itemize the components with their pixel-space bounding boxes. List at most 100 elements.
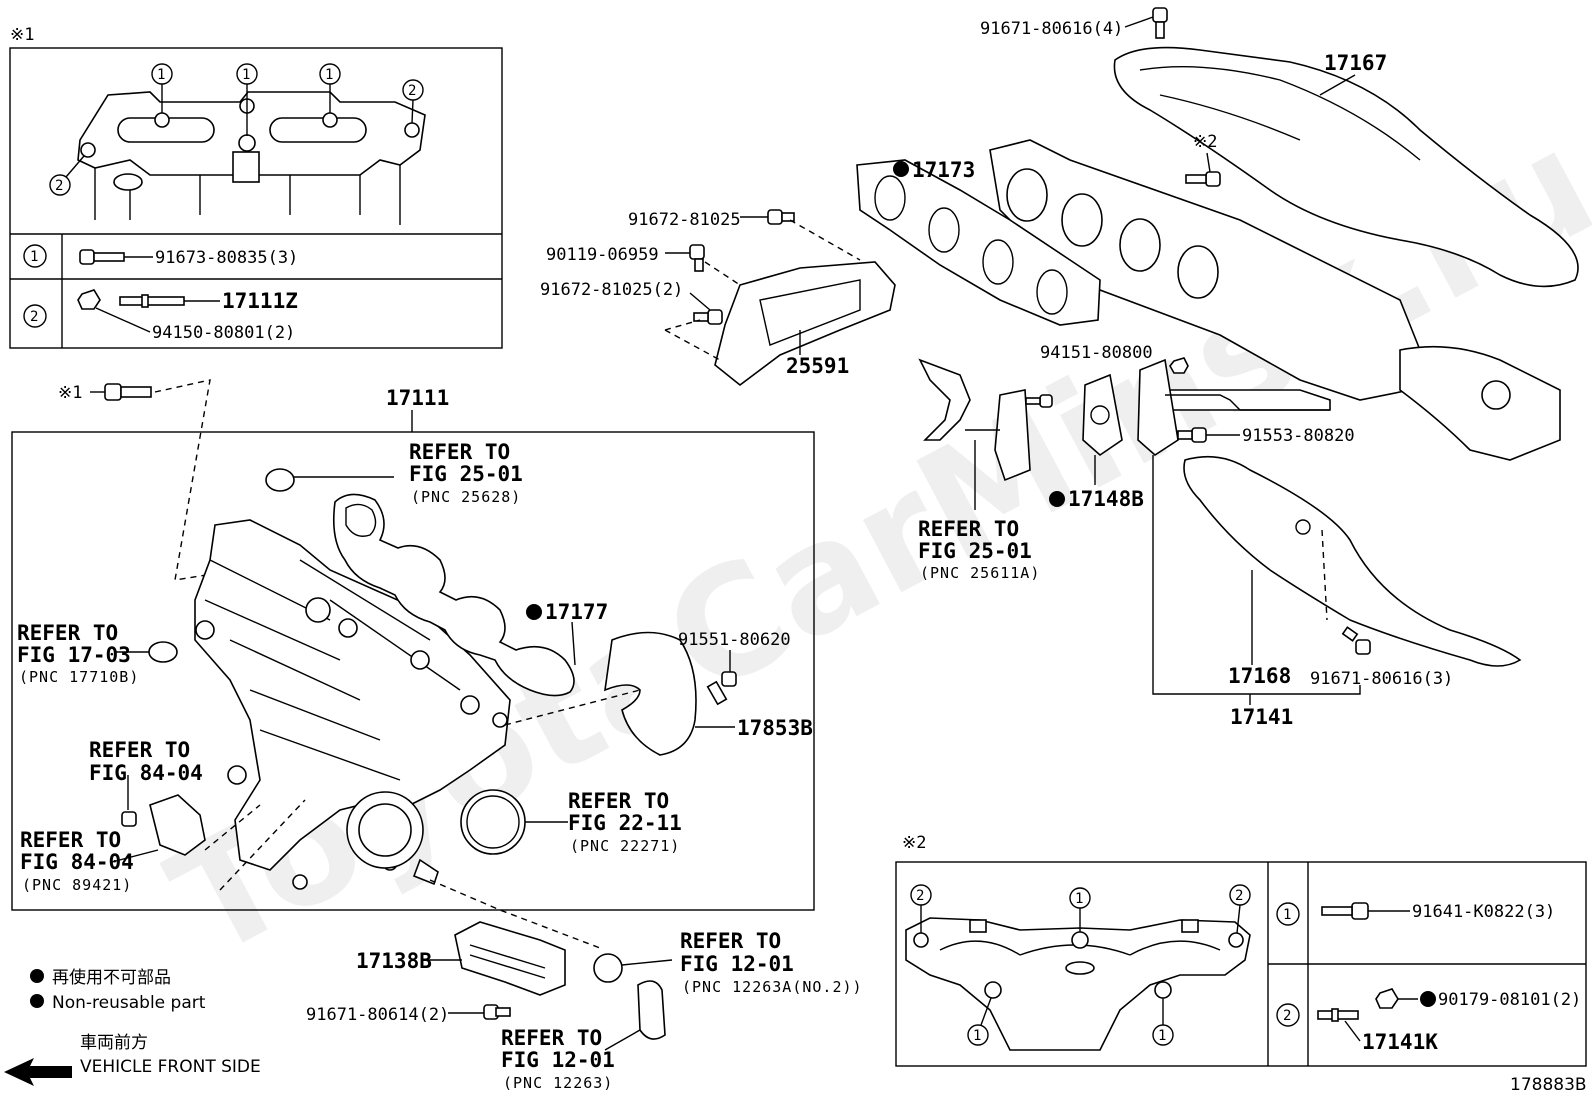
note1-row1-num: 1 (30, 249, 38, 265)
note2-ref-mark: ※2 (1193, 132, 1217, 152)
label-91671-80616-4: 91671-80616(4) (980, 19, 1123, 39)
refer-25611A-line2: FIG 25-01 (918, 539, 1032, 563)
refer-89421-line1: REFER TO (20, 828, 121, 852)
note2-row1-part: 91641-K0822(3) (1412, 902, 1555, 922)
exhaust-flange-sketch (905, 917, 1251, 1051)
svg-text:1: 1 (325, 67, 333, 83)
label-90119-06959: 90119-06959 (546, 245, 659, 265)
note1-row2-part: 17111Z (222, 289, 298, 313)
note2-row2-num: 2 (1283, 1008, 1291, 1024)
bolt-icon (1341, 626, 1371, 655)
svg-text:1: 1 (242, 67, 250, 83)
refer-12263A-pnc: (PNC 12263A(NO.2)) (682, 978, 863, 996)
intake-manifold-group: ※1 17111 (11, 379, 815, 949)
plate-17138B-sketch (454, 921, 566, 996)
refer-22271-pnc: (PNC 22271) (570, 837, 680, 855)
bolt-icon (79, 249, 125, 265)
refer-84-04a-line1: REFER TO (89, 738, 190, 762)
bolt-icon (1321, 902, 1369, 920)
label-17148B: 17148B (1068, 487, 1144, 511)
intake-gasket-sketch (332, 493, 575, 697)
svg-text:1: 1 (157, 67, 165, 83)
refer-12263A-line2: FIG 12-01 (680, 952, 794, 976)
bolt-icon (693, 309, 723, 325)
note1-row1-part: 91673-80835(3) (155, 248, 298, 268)
note1-mark: ※1 (10, 25, 34, 45)
non-reusable-dot (526, 604, 542, 620)
note2-row2-part: 90179-08101(2) (1438, 990, 1581, 1010)
refer-22271-line1: REFER TO (568, 789, 669, 813)
throttle-gasket-sketch (460, 789, 526, 855)
note1-row2-part2: 94150-80801(2) (152, 323, 295, 343)
note1-callouts: 1 1 1 2 2 (49, 63, 424, 196)
label-91671-80614-2: 91671-80614(2) (306, 1005, 449, 1025)
pipe-25611A-sketch (918, 358, 971, 441)
label-17111: 17111 (386, 386, 449, 410)
refer-17710B-pnc: (PNC 17710B) (19, 668, 139, 686)
arrow-left-icon (4, 1058, 72, 1086)
refer-12263-line1: REFER TO (501, 1026, 602, 1050)
legend-en: Non-reusable part (52, 993, 206, 1013)
refer-22271-line2: FIG 22-11 (568, 811, 682, 835)
bolt-icon (706, 671, 737, 706)
bottom-parts: 17138B 91671-80614(2) REFER TO FIG 12-01… (306, 921, 863, 1092)
bolt-icon (1152, 7, 1168, 39)
nut-icon (77, 289, 101, 310)
bolt-icon (483, 1004, 511, 1020)
stud-icon (1317, 1008, 1359, 1022)
note2-mark: ※2 (902, 833, 926, 853)
label-91551-80620: 91551-80620 (678, 630, 791, 650)
note1-row2-num: 2 (30, 309, 38, 325)
svg-text:1: 1 (1075, 891, 1083, 907)
svg-text:2: 2 (55, 178, 63, 194)
label-17177: 17177 (545, 600, 608, 624)
refer-25628-pnc: (PNC 25628) (411, 488, 521, 506)
label-17173: 17173 (912, 158, 975, 182)
label-91671-80616-3: 91671-80616(3) (1310, 669, 1453, 689)
refer-12263-pnc: (PNC 12263) (503, 1074, 613, 1092)
heat-insulator-17168-sketch (1183, 455, 1522, 667)
label-17138B: 17138B (356, 949, 432, 973)
svg-text:2: 2 (408, 83, 416, 99)
bolt-icon (104, 383, 152, 401)
non-reusable-dot (1420, 991, 1436, 1007)
label-91672-81025: 91672-81025 (628, 210, 741, 230)
note1-ref-mark: ※1 (58, 383, 82, 403)
bolt-icon (689, 244, 705, 272)
label-91553-80820: 91553-80820 (1242, 426, 1355, 446)
label-91672-81025-2: 91672-81025(2) (540, 280, 683, 300)
exhaust-gasket-17173-sketch (856, 159, 1101, 326)
hose-sketch (637, 980, 666, 1040)
note2-box: 2 1 2 1 1 1 91641-K0822(3) 2 (895, 861, 1587, 1067)
svg-text:2: 2 (916, 888, 924, 904)
svg-text:2: 2 (1235, 888, 1243, 904)
legend: 再使用不可部品 Non-reusable part 車両前方 VEHICLE F… (4, 967, 261, 1086)
label-94151-80800: 94151-80800 (1040, 343, 1153, 363)
refer-17710B-line2: FIG 17-03 (17, 643, 131, 667)
sensor-sketch (149, 794, 206, 856)
note2-row1-num: 1 (1283, 907, 1291, 923)
refer-84-04a-line2: FIG 84-04 (89, 761, 203, 785)
label-17141: 17141 (1230, 705, 1293, 729)
bolt-icon (1025, 394, 1053, 408)
label-17853B: 17853B (737, 716, 813, 740)
refer-89421-line2: FIG 84-04 (20, 850, 134, 874)
bolt-icon (1185, 171, 1221, 187)
bracket-25591-sketch (714, 261, 896, 387)
note1-box: 1 1 1 2 2 1 91673-80835(3) 2 (9, 47, 503, 349)
front-en: VEHICLE FRONT SIDE (80, 1057, 261, 1077)
diagram-code: 178883B (1510, 1075, 1587, 1095)
note2-callouts: 2 1 2 1 1 (910, 884, 1251, 1046)
svg-text:1: 1 (973, 1028, 981, 1044)
exhaust-manifold-group: 91671-80616(4) 17167 ※2 17173 (540, 7, 1579, 729)
insulator-17853B-sketch (604, 631, 697, 756)
heat-insulator-17167-sketch (1113, 46, 1579, 288)
hose-clamp-sketch (593, 953, 623, 983)
svg-text:1: 1 (1158, 1028, 1166, 1044)
label-25591: 25591 (786, 354, 849, 378)
non-reusable-dot (893, 161, 909, 177)
refer-25628-line2: FIG 25-01 (409, 462, 523, 486)
refer-25628-line1: REFER TO (409, 440, 510, 464)
ring-gasket-sketch (265, 468, 295, 492)
